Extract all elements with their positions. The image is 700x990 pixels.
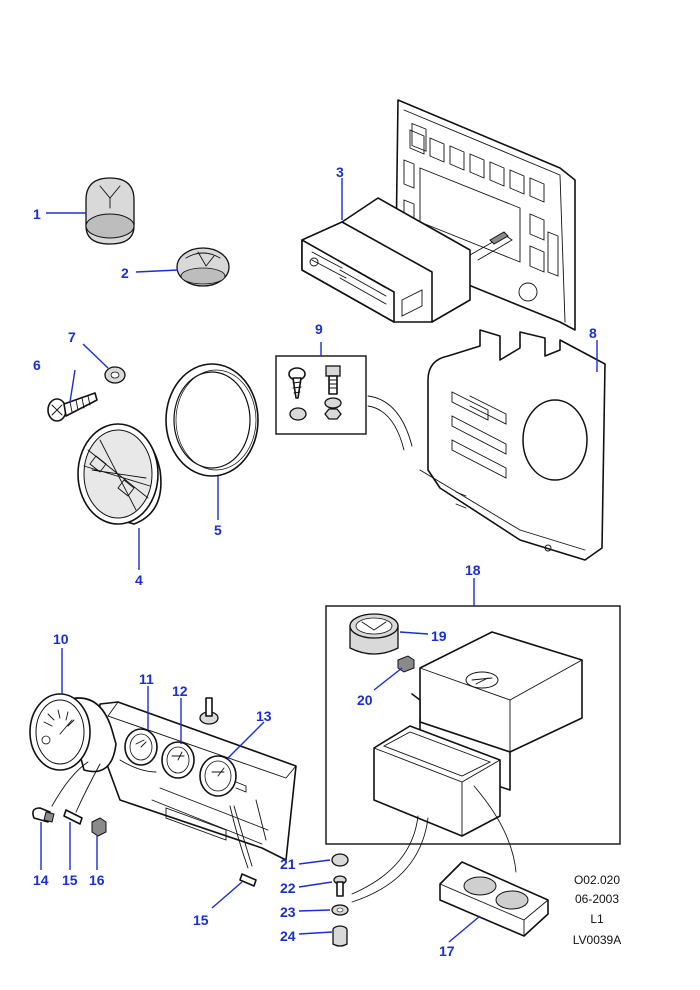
leader-lines: [40, 178, 598, 943]
callout-22: 22: [280, 880, 296, 896]
gauge-12: [161, 741, 195, 779]
bulb-holder-15a: [63, 809, 83, 825]
callout-11: 11: [139, 671, 154, 687]
radio-unit: [301, 197, 513, 323]
callout-23: 23: [280, 904, 296, 920]
callout-9: 9: [315, 321, 323, 337]
callout-3: 3: [336, 164, 344, 180]
callout-8: 8: [589, 325, 597, 341]
callout-15b: 15: [193, 912, 209, 928]
reference-level: L1: [590, 912, 604, 926]
fixing-screw: [333, 875, 347, 897]
callout-13: 13: [256, 708, 272, 724]
fixing-cap: [331, 853, 349, 867]
callout-10: 10: [53, 631, 69, 647]
bulb-holder-16: [91, 817, 107, 837]
callout-14: 14: [33, 872, 49, 888]
speedometer: [29, 693, 117, 773]
knob-large: [85, 177, 135, 245]
screw: [47, 392, 98, 422]
washer: [104, 366, 126, 384]
reference-code: O02.020: [574, 873, 620, 887]
callout-7: 7: [68, 329, 76, 345]
instrument-binnacle: [97, 701, 297, 861]
callout-15a: 15: [62, 872, 78, 888]
knob-small: [176, 247, 230, 287]
callout-6: 6: [33, 357, 41, 373]
gauge-13: [199, 755, 247, 797]
fixings-kit-box: [275, 355, 367, 435]
panel-switch: [199, 697, 219, 725]
callout-16: 16: [89, 872, 105, 888]
clock: [349, 613, 399, 655]
speaker: [77, 423, 162, 525]
cubby-box: [373, 631, 583, 837]
callout-5: 5: [214, 522, 222, 538]
callout-18: 18: [465, 562, 481, 578]
callout-2: 2: [121, 265, 129, 281]
bulb-holder-14: [32, 807, 55, 823]
callout-12: 12: [172, 683, 188, 699]
fixing-nut: [332, 925, 348, 947]
cubby-box-frame: [325, 605, 621, 845]
illustration-id: LV0039A: [573, 933, 622, 947]
fixing-washer: [331, 904, 349, 916]
callout-21: 21: [280, 856, 296, 872]
speaker-mounting-bracket: [419, 329, 606, 561]
speaker-trim-ring: [165, 363, 259, 477]
cup-holder-insert: [439, 861, 549, 937]
callout-24: 24: [280, 928, 296, 944]
reference-date: 06-2003: [575, 892, 619, 906]
callout-4: 4: [135, 572, 143, 588]
callout-1: 1: [33, 206, 41, 222]
callout-19: 19: [431, 628, 447, 644]
callout-17: 17: [439, 943, 455, 959]
gauge-11: [124, 728, 158, 766]
bulb-holder-15b: [239, 873, 257, 887]
callout-20: 20: [357, 692, 373, 708]
